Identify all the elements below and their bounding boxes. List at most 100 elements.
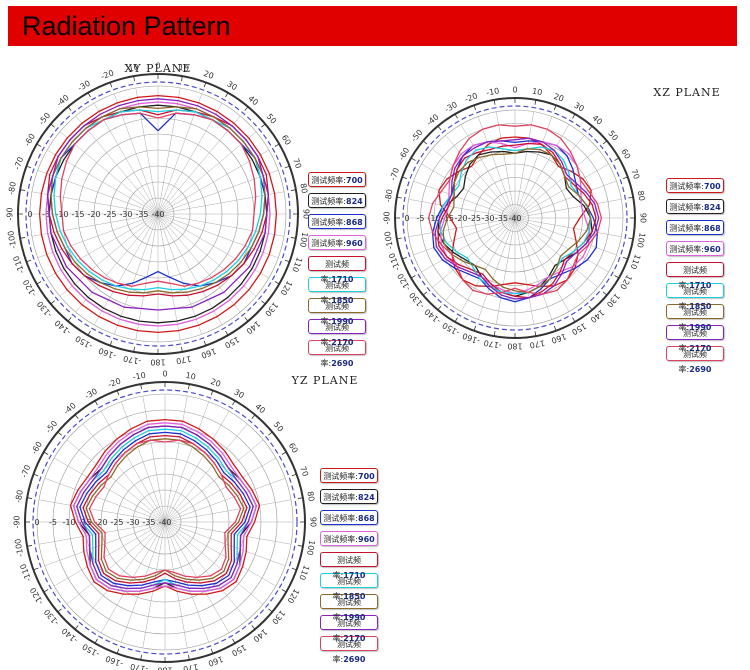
angle-tick-label: -130 <box>35 299 54 319</box>
page-title: Radiation Pattern <box>22 11 231 41</box>
grid-spoke <box>514 148 598 219</box>
legend-frequency: 700 <box>358 472 375 481</box>
ring-tick <box>74 414 79 419</box>
angle-tick-label: 170 <box>175 354 192 366</box>
ring-tick <box>210 390 214 396</box>
ring-tick <box>74 625 79 630</box>
legend-prefix: 测试频率: <box>669 182 704 191</box>
ring-tick <box>36 281 42 285</box>
ring-tick <box>232 400 236 406</box>
radial-tick-label: -30 <box>481 214 494 223</box>
radial-tick-label: 0 <box>404 214 409 223</box>
ring-tick <box>33 473 39 477</box>
legend-item-2170: 测试频率:2170 <box>308 319 366 347</box>
angle-tick-label: 0 <box>512 86 517 95</box>
grid-spoke <box>514 124 570 219</box>
grid-spoke <box>421 163 516 219</box>
grid-spoke <box>31 213 159 237</box>
angle-tick-label: 160 <box>550 331 567 345</box>
grid-spoke <box>514 111 535 219</box>
grid-spoke <box>164 411 230 523</box>
ring-tick <box>614 157 620 161</box>
grid-spoke <box>514 163 609 219</box>
radial-tick-label: -20 <box>454 214 467 223</box>
legend-item-2690: 测试频率:2690 <box>320 636 378 664</box>
angle-tick-label: -80 <box>14 489 25 503</box>
legend-prefix: 测试频率: <box>311 239 346 248</box>
ring-tick <box>473 325 477 331</box>
angle-tick-label: 90 <box>302 209 311 219</box>
ring-tick <box>396 237 402 240</box>
ring-tick <box>410 275 416 279</box>
ring-tick <box>614 275 620 279</box>
angle-tick-label: 10 <box>178 63 190 74</box>
grid-spoke <box>157 213 203 335</box>
ring-tick <box>454 113 458 119</box>
grid-spoke <box>164 423 248 523</box>
legend-item-868: 测试频率:868 <box>308 214 366 229</box>
legend-frequency: 868 <box>358 514 375 523</box>
legend-item-1990: 测试频率:1990 <box>320 594 378 622</box>
ring-tick <box>274 143 280 147</box>
grid-spoke <box>164 457 276 523</box>
legend-item-868: 测试频率:868 <box>320 510 378 525</box>
legend-prefix: 测试频率: <box>323 535 358 544</box>
angle-tick-label: 80 <box>305 491 316 503</box>
grid-spoke <box>164 521 264 605</box>
ring-tick <box>437 125 442 131</box>
header-banner: Radiation Pattern <box>8 6 737 46</box>
ring-tick <box>268 431 273 436</box>
angle-tick-label: 80 <box>636 190 647 202</box>
legend-item-824: 测试频率:824 <box>320 489 378 504</box>
legend-item-960: 测试频率:960 <box>666 241 724 256</box>
grid-spoke <box>75 213 159 313</box>
ring-tick <box>181 76 183 82</box>
ring-tick <box>493 331 496 337</box>
grid-spoke <box>75 115 159 215</box>
ring-tick <box>396 196 402 199</box>
ring-tick <box>244 317 249 322</box>
grid-spoke <box>54 521 166 587</box>
ring-tick <box>297 497 303 499</box>
series-700 <box>38 94 278 334</box>
grid-spoke <box>157 213 223 325</box>
yz-plane-legend: 测试频率:700测试频率:824测试频率:868测试频率:960测试频率:171… <box>320 468 378 664</box>
ring-tick <box>422 291 428 296</box>
ring-tick <box>402 256 408 260</box>
legend-frequency: 868 <box>346 218 363 227</box>
grid-spoke <box>113 213 159 335</box>
ring-tick <box>26 259 32 263</box>
angle-tick-label: 70 <box>298 465 310 478</box>
grid-spoke <box>93 213 159 325</box>
legend-frequency: 824 <box>346 197 363 206</box>
ring-tick <box>57 608 62 613</box>
ring-tick <box>251 625 256 630</box>
grid-spoke <box>113 93 159 215</box>
grid-spoke <box>47 149 159 215</box>
grid-spoke <box>514 180 617 219</box>
angle-tick-label: 70 <box>291 157 303 170</box>
angle-tick-label: 100 <box>298 231 310 248</box>
legend-prefix: 测试频率: <box>320 344 349 368</box>
radial-tick-label: -25 <box>468 214 481 223</box>
angle-tick-label: -140 <box>60 626 80 645</box>
grid-spoke <box>477 217 516 320</box>
legend-frequency: 960 <box>358 535 375 544</box>
legend-item-1990: 测试频率:1990 <box>666 304 724 332</box>
grid-spoke <box>514 116 553 219</box>
reference-circle <box>402 105 628 331</box>
series-2690 <box>59 112 257 287</box>
ring-tick <box>133 76 135 82</box>
legend-item-700: 测试频率:700 <box>666 178 724 193</box>
grid-spoke <box>157 213 269 279</box>
legend-item-1990: 测试频率:1990 <box>308 298 366 326</box>
angle-tick-label: 60 <box>619 147 632 160</box>
radial-tick-label: -35 <box>495 214 508 223</box>
ring-tick <box>188 654 190 660</box>
series-700 <box>438 136 592 288</box>
ring-tick <box>94 638 98 644</box>
ring-tick <box>297 545 303 547</box>
grid-spoke <box>164 439 264 523</box>
angle-tick-label: 0 <box>155 62 160 71</box>
